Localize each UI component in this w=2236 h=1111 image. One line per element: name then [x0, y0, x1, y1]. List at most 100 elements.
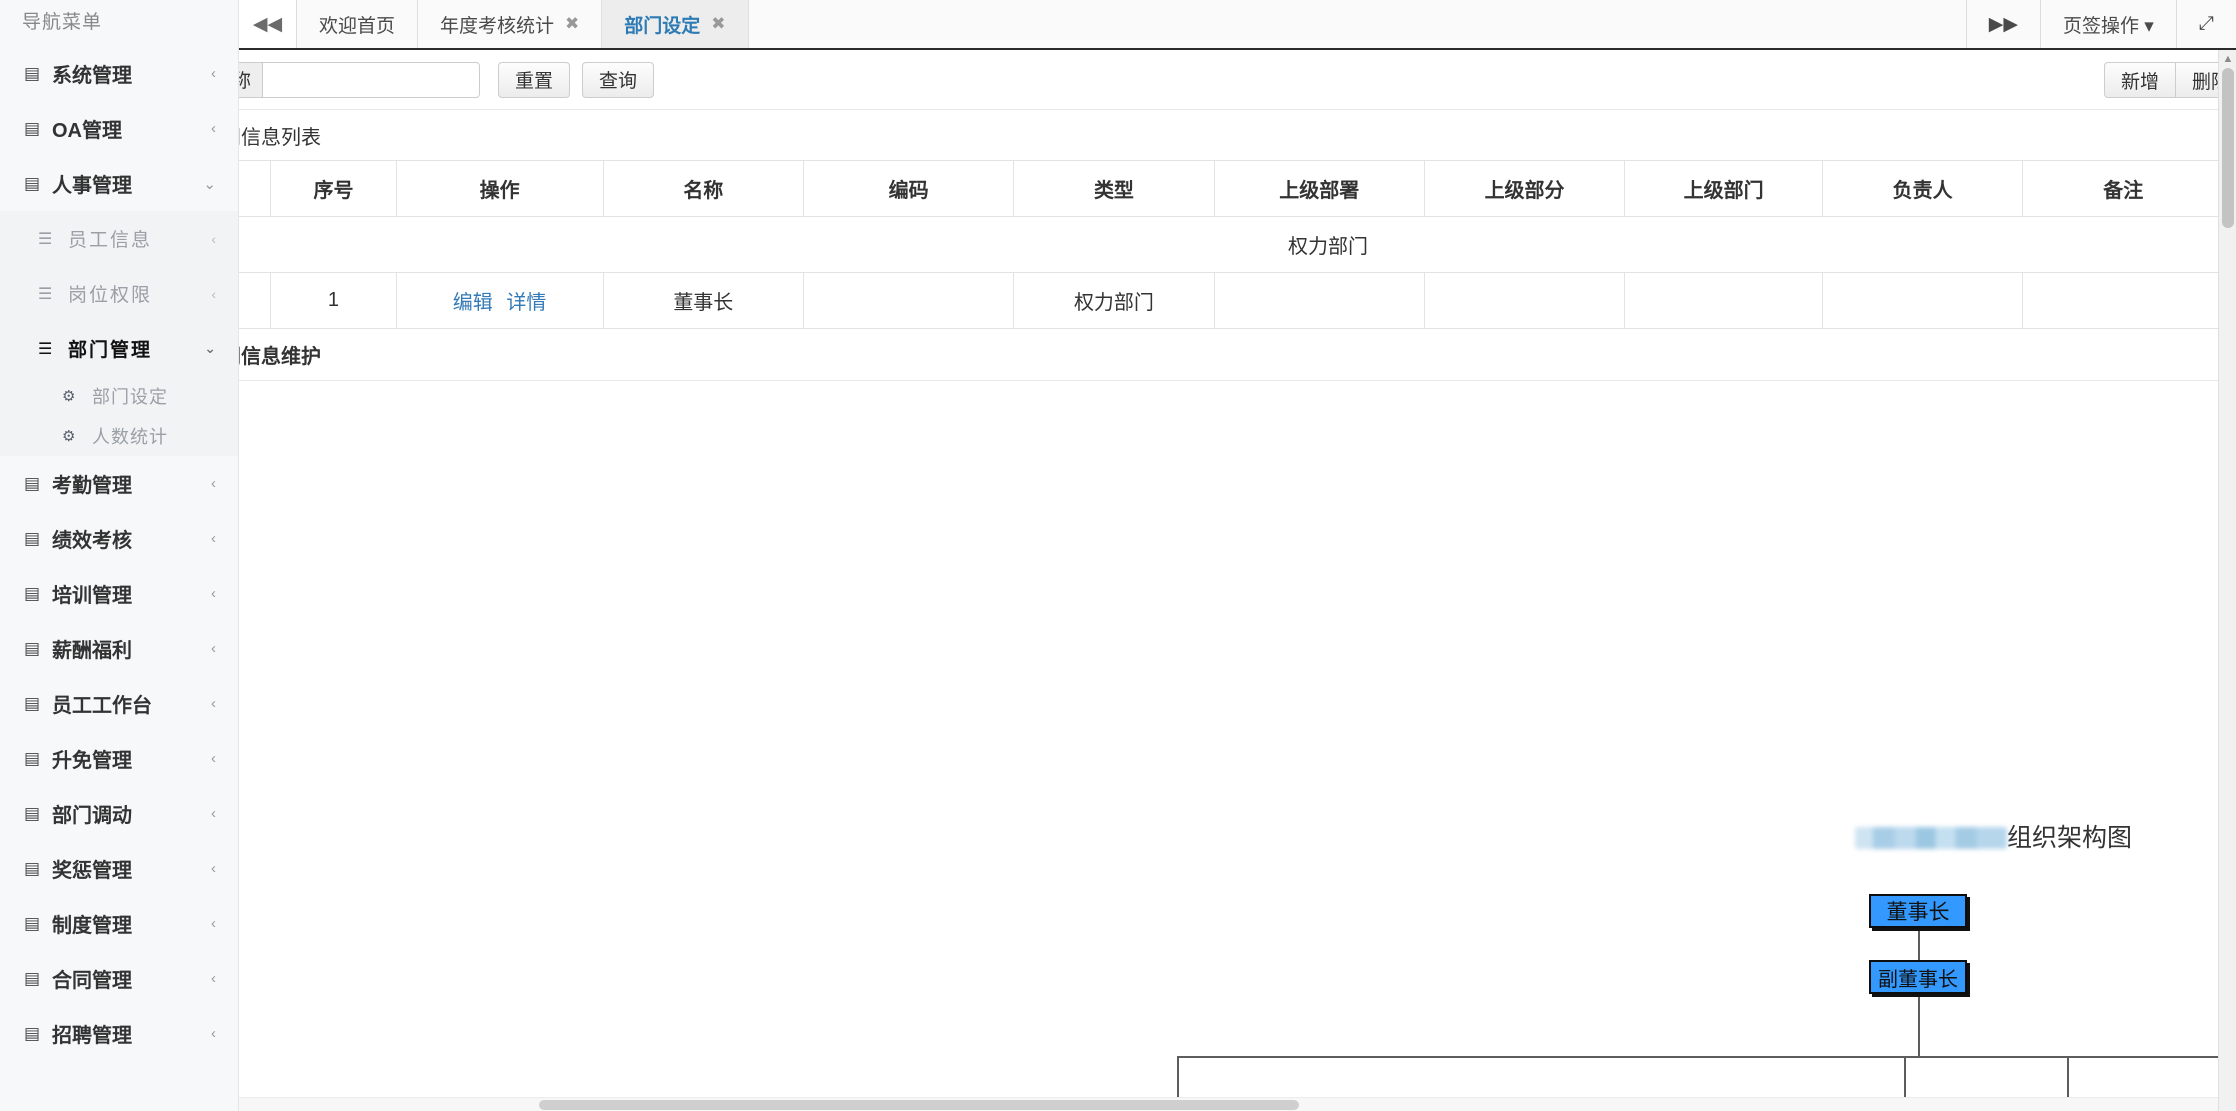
sidebar-item-label: 制度管理 — [52, 915, 132, 937]
tab-close-icon[interactable]: ✖ — [565, 14, 580, 33]
sidebar-item-contract-management[interactable]: ▤ 合同管理 ‹ — [0, 951, 238, 1006]
redacted-company-name — [1855, 827, 2007, 849]
sidebar-subitem-headcount-statistics[interactable]: ⚙ 人数统计 — [0, 416, 238, 456]
col-remark: 备注 — [2022, 160, 2225, 217]
sidebar: 导航菜单 ▤ 系统管理 ‹ ▤ OA管理 ‹ ▤ 人事管理 ⌄ ☰ 员工信息 ‹… — [0, 0, 239, 1111]
sidebar-subitem-label: 部门管理 — [68, 340, 153, 361]
detail-link[interactable]: 详情 — [506, 292, 547, 314]
name-search-input[interactable] — [262, 61, 481, 98]
chevron-left-icon: ‹ — [211, 230, 216, 247]
chevron-left-icon: ‹ — [211, 750, 216, 767]
sidebar-item-label: 奖惩管理 — [52, 860, 132, 882]
sidebar-item-compensation-benefits[interactable]: ▤ 薪酬福利 ‹ — [0, 621, 238, 676]
reset-button[interactable]: 重置 — [498, 61, 571, 98]
select-all-header[interactable] — [239, 160, 272, 217]
sidebar-item-policy-management[interactable]: ▤ 制度管理 ‹ — [0, 896, 238, 951]
chevron-left-icon: ‹ — [211, 970, 216, 987]
sidebar-item-system-management[interactable]: ▤ 系统管理 ‹ — [0, 46, 238, 101]
sidebar-item-training-management[interactable]: ▤ 培训管理 ‹ — [0, 566, 238, 621]
vertical-scrollbar[interactable]: ▲ — [2218, 50, 2236, 1111]
add-button[interactable]: 新增 — [2103, 62, 2175, 98]
col-code: 编码 — [803, 160, 1015, 217]
edit-link[interactable]: 编辑 — [452, 292, 493, 314]
sidebar-item-label: 部门调动 — [52, 805, 132, 827]
book-icon: ▤ — [24, 803, 41, 823]
sidebar-subitem-post-permission[interactable]: ☰ 岗位权限 ‹ — [0, 266, 238, 321]
tabs-scroll-left-button[interactable]: ◀◀ — [239, 0, 297, 48]
tabs-scroll-right-button[interactable]: ▶▶ — [1965, 0, 2040, 48]
name-search-label: 名称 — [239, 61, 263, 98]
record-actions: 新增 删除 生成组织结构图 — [2103, 62, 2236, 98]
col-type: 类型 — [1013, 160, 1215, 217]
col-actions: 操作 — [396, 160, 604, 217]
chevron-down-icon: ⌄ — [204, 340, 216, 356]
row-actions: 编辑 详情 — [396, 272, 604, 329]
sidebar-subitem-label: 部门设定 — [92, 387, 168, 407]
col-parent-dept: 上级部门 — [1624, 160, 1823, 217]
sidebar-item-department-transfer[interactable]: ▤ 部门调动 ‹ — [0, 786, 238, 841]
horizontal-scroll-thumb[interactable] — [539, 1100, 1299, 1110]
sidebar-item-label: 员工工作台 — [52, 695, 152, 717]
sidebar-item-label: 薪酬福利 — [52, 640, 132, 662]
org-chart-title-suffix: 组织架构图 — [2007, 824, 2133, 852]
org-edge — [1177, 1056, 2230, 1058]
org-edge — [1918, 994, 1920, 1056]
book-icon: ▤ — [24, 968, 41, 988]
gears-icon: ⚙ — [62, 428, 76, 445]
panel-title: 部门信息列表 — [239, 110, 2236, 160]
sidebar-item-label: 系统管理 — [52, 65, 132, 87]
double-chevron-right-icon: ▶▶ — [1988, 13, 2018, 35]
row-remark — [2022, 272, 2225, 329]
col-owner: 负责人 — [1822, 160, 2024, 217]
sidebar-item-oa-management[interactable]: ▤ OA管理 ‹ — [0, 101, 238, 156]
sidebar-subitem-label: 岗位权限 — [68, 285, 153, 306]
tab-operations-dropdown[interactable]: 页签操作 ▾ — [2039, 0, 2176, 48]
table-group-row: 权力部门 — [239, 216, 2236, 273]
col-index: 序号 — [270, 160, 397, 217]
sidebar-item-label: 培训管理 — [52, 585, 132, 607]
sidebar-item-hr-management[interactable]: ▤ 人事管理 ⌄ — [0, 156, 238, 211]
row-code — [803, 272, 1015, 329]
sidebar-item-attendance-management[interactable]: ▤ 考勤管理 ‹ — [0, 456, 238, 511]
tab-label: 年度考核统计 — [440, 15, 555, 37]
tab-label: 欢迎首页 — [319, 15, 396, 37]
scroll-up-icon[interactable]: ▲ — [2222, 53, 2234, 65]
col-parent-deploy: 上级部署 — [1214, 160, 1425, 217]
sidebar-item-employee-workbench[interactable]: ▤ 员工工作台 ‹ — [0, 676, 238, 731]
department-table: 序号 操作 名称 编码 类型 上级部署 上级部分 上级部门 负责人 备注 有效性… — [239, 160, 2236, 329]
fullscreen-button[interactable]: ⤢ — [2175, 0, 2236, 48]
sidebar-item-recruitment-management[interactable]: ▤ 招聘管理 ‹ — [0, 1006, 238, 1061]
tab-department-setting[interactable]: 部门设定 ✖ — [602, 0, 749, 48]
sidebar-subitem-department-management[interactable]: ☰ 部门管理 ⌄ — [0, 321, 238, 376]
table-row[interactable]: 1 编辑 详情 董事长 权力部门 有效 — [239, 272, 2236, 329]
sidebar-item-reward-punishment[interactable]: ▤ 奖惩管理 ‹ — [0, 841, 238, 896]
chevron-left-icon: ‹ — [211, 530, 216, 547]
search-toolbar: 名称 重置 查询 新增 删除 生成组织结构图 — [239, 50, 2236, 110]
tab-welcome-home[interactable]: 欢迎首页 — [297, 0, 419, 48]
sidebar-item-promotion-management[interactable]: ▤ 升免管理 ‹ — [0, 731, 238, 786]
query-button[interactable]: 查询 — [582, 61, 655, 98]
row-parent-part — [1424, 272, 1626, 329]
sidebar-item-label: OA管理 — [52, 120, 122, 142]
tab-annual-appraisal-stats[interactable]: 年度考核统计 ✖ — [418, 0, 603, 48]
sidebar-item-label: 招聘管理 — [52, 1025, 132, 1047]
chevron-left-icon: ‹ — [211, 1025, 216, 1042]
group-row-label: 权力部门 — [239, 216, 2236, 273]
vertical-scroll-thumb[interactable] — [2222, 68, 2234, 228]
row-checkbox-cell[interactable] — [239, 272, 272, 329]
chevron-left-icon: ‹ — [211, 640, 216, 657]
sidebar-subitem-employee-info[interactable]: ☰ 员工信息 ‹ — [0, 211, 238, 266]
tab-bar: ◀◀ 欢迎首页 年度考核统计 ✖ 部门设定 ✖ ▶▶ 页签操作 ▾ ⤢ — [239, 0, 2236, 50]
horizontal-scrollbar[interactable] — [239, 1097, 2218, 1111]
tab-bar-actions: ▶▶ 页签操作 ▾ ⤢ — [1965, 0, 2236, 48]
book-icon: ▤ — [24, 63, 41, 83]
tab-close-icon[interactable]: ✖ — [711, 14, 726, 33]
org-node: 董事长 — [1869, 894, 1967, 928]
sidebar-subitem-department-setting[interactable]: ⚙ 部门设定 — [0, 376, 238, 416]
double-chevron-left-icon: ◀◀ — [252, 13, 283, 35]
tab-label: 部门设定 — [624, 15, 701, 37]
sidebar-item-performance-appraisal[interactable]: ▤ 绩效考核 ‹ — [0, 511, 238, 566]
chevron-left-icon: ‹ — [211, 860, 216, 877]
